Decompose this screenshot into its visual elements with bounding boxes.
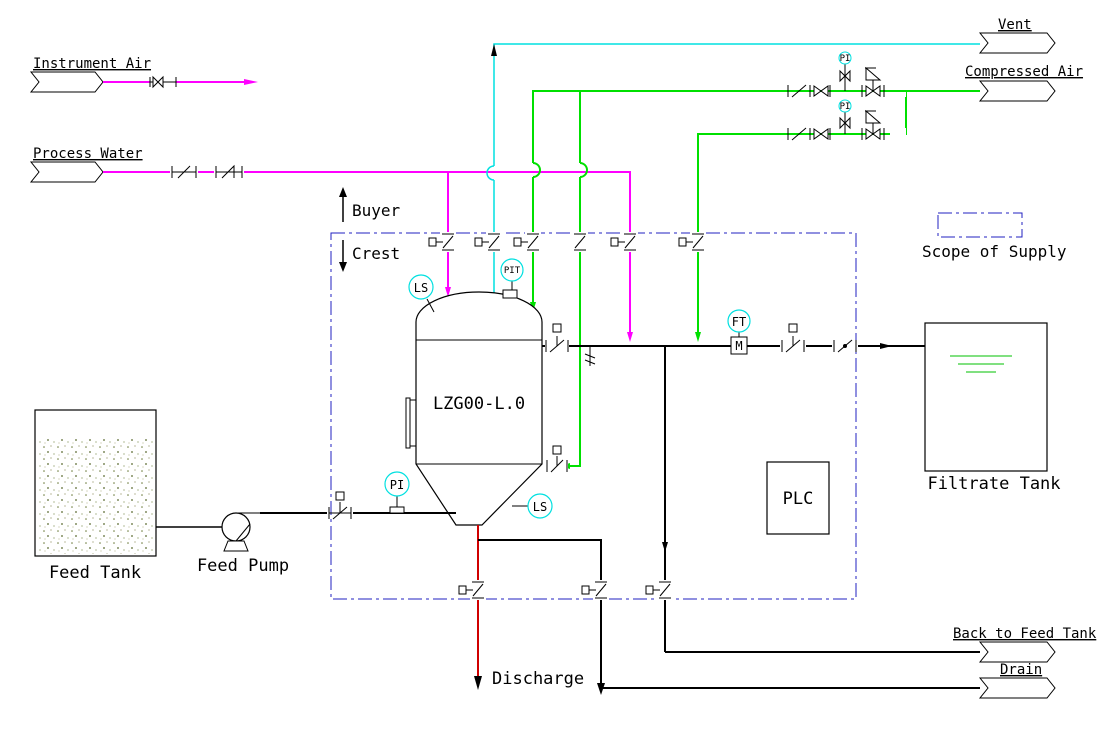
crest-label: Crest (352, 244, 400, 263)
pi-air-2-label: PI (840, 102, 851, 112)
scope-legend-box (937, 212, 1023, 238)
instrument-air-inlet (29, 71, 258, 93)
process-water-valves[interactable] (170, 164, 244, 179)
filter-vessel (405, 289, 543, 526)
feed-pump[interactable] (221, 512, 260, 552)
feed-inlet-valve[interactable] (328, 491, 352, 520)
process-water-inlet (29, 161, 633, 342)
ls-bottom-label: LS (533, 500, 547, 514)
pressure-gauge-1: PI (838, 51, 852, 91)
drain-outlet (978, 677, 1056, 699)
back-to-feed-outlet (664, 640, 1056, 663)
feed-tank-label: Feed Tank (49, 563, 141, 583)
filtrate-outlet-valve[interactable] (545, 323, 569, 353)
instrument-air-valve[interactable] (149, 75, 177, 89)
feed-line (260, 496, 456, 514)
bottom-air-valve[interactable] (546, 445, 568, 473)
boundary-actuated-valves[interactable] (428, 232, 706, 252)
feed-tank (34, 409, 157, 557)
vent-label: Vent (998, 17, 1032, 33)
level-switch-bottom: LS (512, 493, 553, 519)
pressure-gauge-2: PI (838, 99, 852, 134)
pi-air-1-label: PI (840, 54, 851, 64)
plc-box[interactable] (766, 461, 830, 535)
back-to-feed-label: Back to Feed Tank (953, 626, 1097, 642)
drain-label: Drain (1000, 662, 1042, 678)
ls-top-label: LS (414, 281, 428, 295)
filtrate-tank (924, 322, 1048, 472)
ft-label: FT (732, 315, 746, 329)
instrument-air-label: Instrument Air (33, 56, 151, 72)
buyer-arrow (339, 187, 347, 222)
pi-feed-label: PI (390, 478, 404, 492)
feed-pressure-indicator: PI (384, 471, 410, 497)
filtrate-tank-label: Filtrate Tank (927, 474, 1060, 494)
discharge-label: Discharge (492, 669, 584, 689)
level-switch-top: LS (408, 274, 435, 313)
scope-legend-label: Scope of Supply (922, 242, 1067, 261)
feed-pump-label: Feed Pump (197, 556, 289, 576)
filter-tag: LZG00-L.0 (433, 394, 525, 414)
filtrate-control-valve[interactable] (780, 323, 806, 353)
discharge-line (474, 525, 980, 695)
compressed-air-valve-train-1[interactable] (786, 66, 906, 98)
pressure-transmitter: PIT (500, 258, 524, 290)
compressed-air-network (530, 80, 1056, 469)
ft-meter-label: M (735, 339, 742, 353)
buyer-label: Buyer (352, 201, 401, 220)
pit-label: PIT (504, 266, 521, 276)
process-water-label: Process Water (33, 146, 143, 162)
crest-arrow (339, 240, 347, 272)
flow-transmitter: M FT (727, 309, 751, 355)
compressed-air-valve-train-2[interactable] (786, 109, 906, 141)
compressed-air-label: Compressed Air (965, 64, 1083, 80)
bottom-boundary-valves[interactable] (458, 580, 673, 600)
filtrate-check-valve[interactable] (832, 339, 858, 353)
plc-label: PLC (783, 489, 814, 509)
